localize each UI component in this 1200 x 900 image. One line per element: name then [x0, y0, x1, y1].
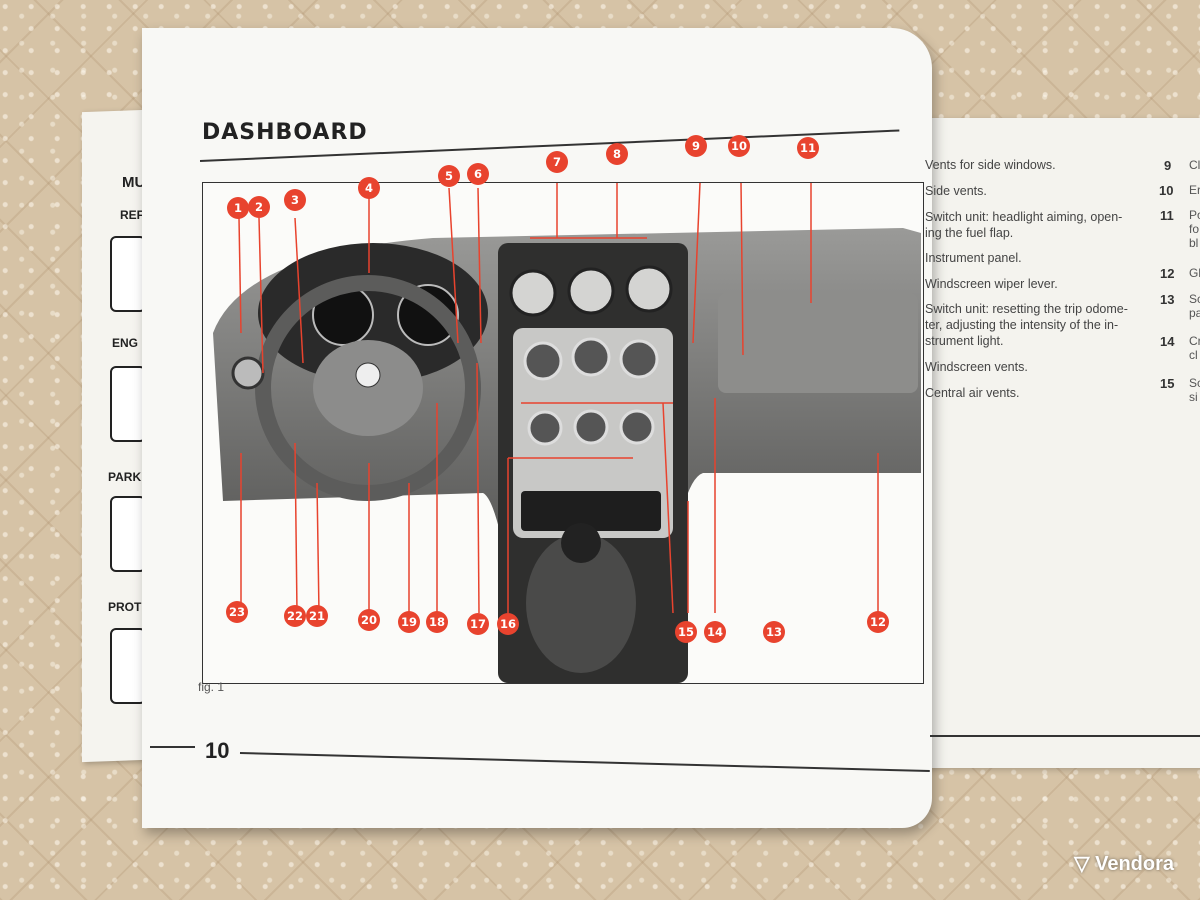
vendora-watermark: ▽ Vendora — [1074, 851, 1174, 876]
vendora-logo-icon: ▽ — [1074, 853, 1090, 875]
radio-unit — [521, 491, 661, 531]
figure-label: fig. 1 — [198, 680, 225, 694]
description-line: ter, adjusting the intensity of the in- — [925, 318, 1119, 332]
callout-badge: 5 — [438, 165, 460, 187]
left-tab-label: PARK — [108, 470, 142, 484]
side-vent — [231, 356, 265, 390]
description-line: Switch unit: headlight aiming, open- — [925, 210, 1123, 224]
callout-badge: 22 — [284, 605, 306, 627]
steering-wheel — [255, 275, 481, 501]
callout-badge: 19 — [398, 611, 420, 633]
description-line: Instrument panel. — [925, 251, 1022, 265]
right-page-rule — [930, 735, 1200, 737]
callout-badge: 8 — [606, 143, 628, 165]
climate-dials — [523, 337, 659, 446]
item-fragment: Gl — [1189, 266, 1200, 280]
callout-badge: 10 — [728, 135, 750, 157]
glovebox — [718, 293, 918, 393]
alfa-logo — [355, 362, 381, 388]
description-line: Windscreen vents. — [925, 360, 1028, 374]
item-fragment: Sc — [1189, 376, 1200, 390]
description-line: Vents for side windows. — [925, 158, 1056, 172]
callout-badge: 12 — [867, 611, 889, 633]
item-fragment: Sc — [1189, 292, 1200, 306]
refuel-icon — [110, 236, 146, 312]
callout-badge: 21 — [306, 605, 328, 627]
callout-badge: 13 — [763, 621, 785, 643]
item-number: 9 — [1164, 158, 1172, 173]
engine-icon — [110, 366, 146, 442]
description-line: Central air vents. — [925, 386, 1020, 400]
callout-badge: 11 — [797, 137, 819, 159]
item-fragment: bl — [1189, 236, 1199, 250]
item-fragment: pa — [1189, 306, 1200, 320]
description-line: Switch unit: resetting the trip odome- — [925, 302, 1128, 316]
callout-badge: 4 — [358, 177, 380, 199]
callout-badge: 1 — [227, 197, 249, 219]
callout-badge: 16 — [497, 613, 519, 635]
left-page-heading: MU — [122, 174, 146, 191]
description-line: Windscreen wiper lever. — [925, 277, 1058, 291]
dashboard-illustration — [213, 182, 921, 683]
callout-badge: 20 — [358, 609, 380, 631]
callout-badge: 9 — [685, 135, 707, 157]
callout-badge: 18 — [426, 611, 448, 633]
air-vents — [509, 265, 673, 317]
left-tab-label: ENG — [112, 336, 139, 350]
item-number: 15 — [1160, 376, 1175, 391]
item-number: 12 — [1160, 266, 1175, 281]
left-tab-label: REF — [120, 208, 144, 222]
callout-badge: 3 — [284, 189, 306, 211]
left-tab-label: PROT — [108, 600, 142, 614]
item-fragment: fo — [1189, 222, 1200, 236]
steering-hub — [313, 340, 423, 436]
callout-badge: 17 — [467, 613, 489, 635]
description-line: strument light. — [925, 334, 1004, 348]
description-line: ing the fuel flap. — [925, 226, 1014, 240]
figure-frame: 1 2 3 4 5 6 7 8 9 10 11 12 13 14 15 16 1… — [202, 135, 924, 684]
protection-icon — [110, 628, 146, 704]
item-number: 14 — [1160, 334, 1175, 349]
item-number: 13 — [1160, 292, 1175, 307]
callout-badge: 7 — [546, 151, 568, 173]
item-fragment: cl — [1189, 348, 1198, 362]
callout-badge: 23 — [226, 601, 248, 623]
page-title: DASHBOARD — [202, 120, 368, 145]
item-number: 11 — [1160, 208, 1174, 223]
page-number: 10 — [205, 738, 230, 763]
callout-badge: 14 — [704, 621, 726, 643]
gear-knob — [561, 523, 601, 563]
fire-icon — [110, 496, 146, 572]
item-fragment: Er — [1189, 183, 1200, 197]
callout-badge: 15 — [675, 621, 697, 643]
item-fragment: Cl — [1189, 158, 1200, 172]
item-fragment: Cr — [1189, 334, 1200, 348]
item-fragment: Po — [1189, 208, 1200, 222]
footer-rule-left — [150, 746, 195, 748]
leader-lines — [238, 182, 879, 614]
description-line: Side vents. — [925, 184, 987, 198]
watermark-text: Vendora — [1095, 853, 1174, 875]
callout-badge: 2 — [248, 196, 270, 218]
right-page — [915, 118, 1200, 768]
item-number: 10 — [1159, 183, 1174, 198]
item-fragment: si — [1189, 390, 1198, 404]
callout-badge: 6 — [467, 163, 489, 185]
gear-lever — [526, 533, 636, 673]
